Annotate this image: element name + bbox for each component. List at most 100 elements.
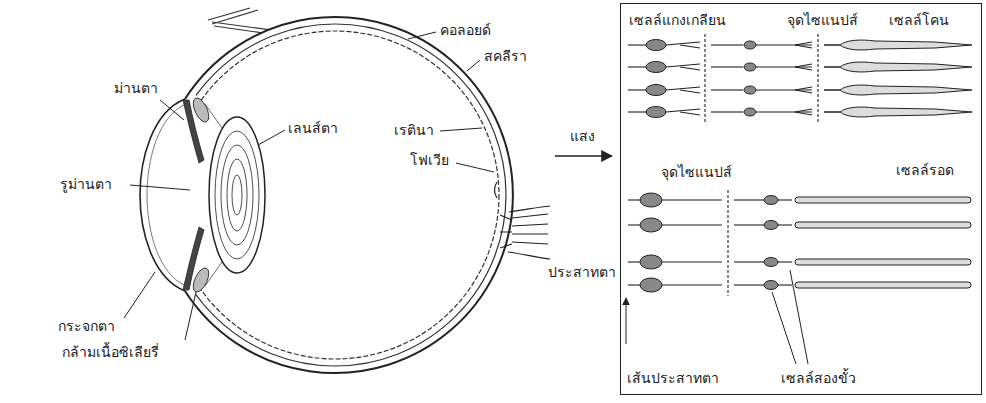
muscle-line — [212, 10, 258, 24]
bipolar-fiber — [734, 284, 764, 285]
bipolar-cell — [744, 41, 756, 49]
bipolar-cell — [764, 281, 778, 290]
ganglion-cell — [646, 85, 666, 96]
bipolar-fiber — [778, 284, 792, 285]
bipolar-fiber — [795, 67, 812, 70]
leader-line — [258, 130, 285, 145]
nerve-fiber — [512, 242, 548, 244]
lens — [209, 117, 265, 273]
synapse-label: จุดไซแนปส์ — [787, 10, 858, 30]
cone-pathway — [628, 40, 972, 51]
nerve-label: เส้นประสาทตา — [627, 368, 719, 388]
leader-lines — [124, 32, 808, 364]
cone-cell — [824, 40, 972, 50]
bipolar-cell — [744, 63, 756, 71]
part-label: คอลอยด์ — [440, 20, 491, 40]
cell-label: เซลล์สองขั้ว — [781, 368, 856, 388]
rod-cell — [795, 197, 971, 203]
ganglion-axon — [628, 261, 640, 262]
ganglion-dendrite — [666, 109, 700, 112]
fovea-dip — [495, 182, 498, 198]
nerve-fiber — [512, 224, 548, 226]
ganglion-dendrite — [662, 284, 722, 285]
bipolar-fiber — [795, 45, 812, 48]
ganglion-cell — [646, 107, 666, 118]
synapse-mark — [704, 34, 705, 122]
leader-arrow — [626, 298, 627, 344]
ganglion-axon — [628, 89, 646, 90]
synapse-label: จุดไซแนปส์ — [661, 162, 732, 182]
ganglion-cell — [640, 193, 662, 207]
rod-pathway — [628, 278, 971, 292]
cell-label: เซลล์แกงเกลียน — [629, 10, 726, 30]
ganglion-axon — [628, 44, 646, 45]
bipolar-cell — [744, 86, 756, 94]
synapse-mark — [817, 34, 818, 122]
cone-pathway — [628, 107, 972, 118]
bipolar-fiber — [795, 64, 812, 67]
lens-ring — [221, 145, 253, 245]
retinal-cells — [628, 34, 972, 296]
bipolar-fiber — [795, 42, 812, 45]
lens-ring — [232, 175, 242, 215]
ganglion-cell — [640, 218, 662, 232]
ganglion-cell — [640, 278, 662, 292]
bipolar-fiber — [795, 90, 812, 93]
ciliary-muscle — [190, 96, 212, 125]
nerve-fiber — [500, 215, 512, 248]
bipolar-cell — [744, 108, 756, 116]
rod-cell — [795, 222, 971, 228]
bipolar-fiber — [734, 224, 764, 225]
light-label: แสง — [570, 126, 595, 146]
ganglion-axon — [628, 199, 640, 200]
bipolar-fiber — [711, 89, 743, 90]
bipolar-cell — [764, 196, 778, 205]
leader-line — [440, 128, 482, 131]
lens-ring — [227, 159, 247, 231]
bipolar-fiber — [734, 261, 764, 262]
synapse-mark — [727, 190, 728, 296]
optic-nerve — [500, 206, 550, 259]
part-label: ม่านตา — [114, 78, 158, 98]
bipolar-fiber — [711, 66, 743, 67]
leader-line — [408, 32, 436, 39]
ganglion-axon — [628, 224, 640, 225]
leader-line — [772, 292, 796, 364]
nerve-fiber — [512, 233, 548, 234]
lens-ring — [215, 131, 259, 259]
bipolar-fiber — [756, 44, 812, 45]
cone-cell — [824, 107, 972, 117]
cell-panel: เซลล์แกงเกลียนจุดไซแนปส์เซลล์โคนจุดไซแนป… — [620, 3, 982, 395]
ganglion-dendrite — [662, 261, 722, 262]
bipolar-fiber — [795, 112, 812, 115]
ganglion-dendrite — [666, 87, 700, 90]
cornea-inner — [147, 104, 186, 286]
ganglion-cell — [646, 62, 666, 73]
nerve-edge — [509, 206, 550, 212]
ciliary-muscle — [190, 266, 212, 295]
leader-line — [467, 60, 480, 71]
light-arrow — [555, 155, 612, 157]
part-label: รูม่านตา — [60, 174, 112, 194]
rod-pathway — [628, 255, 971, 269]
nerve-edge — [508, 252, 550, 259]
ganglion-cell — [640, 255, 662, 269]
rod-cell — [795, 259, 971, 265]
cone-pathway — [628, 62, 972, 73]
rod-pathway — [628, 193, 971, 207]
part-label: เรตินา — [394, 120, 434, 140]
bipolar-fiber — [756, 66, 812, 67]
part-label: เลนส์ตา — [288, 118, 338, 138]
ganglion-dendrite — [680, 112, 700, 115]
part-label: ประสาทตา — [548, 262, 616, 282]
leader-line — [130, 185, 190, 190]
suspensory-ligament — [205, 104, 222, 286]
ganglion-dendrite — [662, 199, 722, 200]
cone-cell — [824, 85, 972, 95]
bipolar-fiber — [756, 89, 812, 90]
part-label: กล้ามเนื้อซิเลียรี่ — [62, 342, 159, 362]
bipolar-fiber — [778, 261, 792, 262]
ganglion-axon — [628, 66, 646, 67]
bipolar-cell — [764, 258, 778, 267]
